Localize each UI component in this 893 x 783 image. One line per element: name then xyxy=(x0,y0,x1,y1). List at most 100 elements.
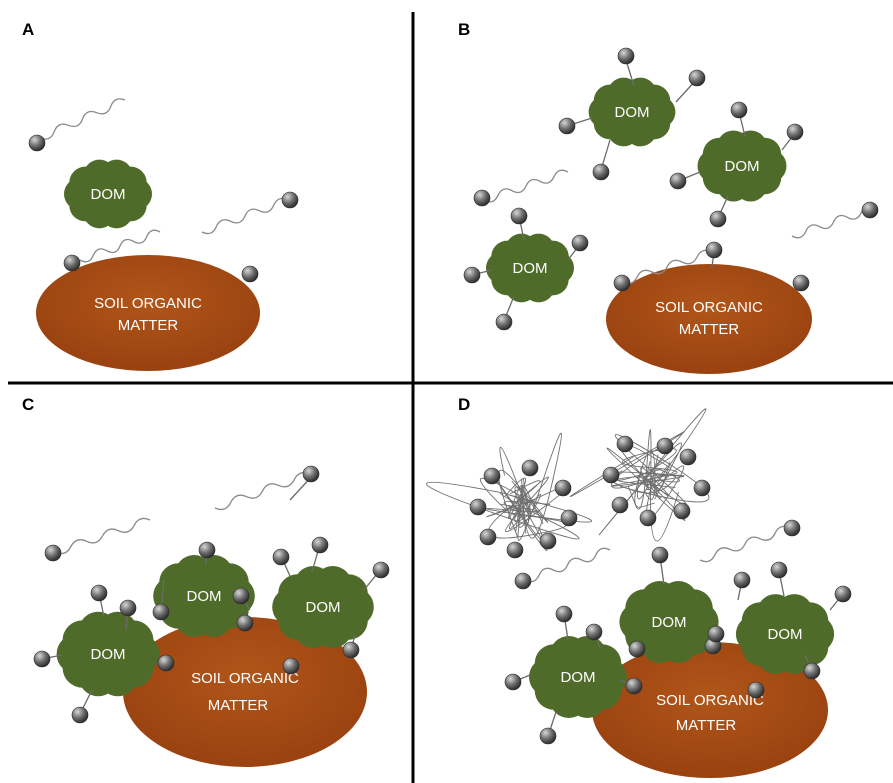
molecule-ball xyxy=(707,625,725,643)
molecule-ball xyxy=(693,479,711,497)
molecule-ball xyxy=(232,587,250,605)
molecule-ball xyxy=(272,548,290,566)
dom-label: DOM xyxy=(513,260,548,277)
wavy-molecule xyxy=(524,547,611,583)
molecule-ball xyxy=(282,657,300,675)
molecule-ball xyxy=(786,123,804,141)
molecule-stem xyxy=(625,59,635,87)
panel-d-soil-organic-matter: SOIL ORGANIC MATTER xyxy=(592,642,828,778)
dom-blob xyxy=(272,566,374,648)
dom-blob xyxy=(64,159,152,229)
wavy-molecule-layer xyxy=(39,98,876,583)
panel-letter-a: A xyxy=(22,20,34,39)
dom-blob xyxy=(153,555,255,637)
wavy-molecule xyxy=(79,229,161,263)
molecule-ball xyxy=(730,101,748,119)
molecule-ball xyxy=(311,536,329,554)
molecule-ball xyxy=(119,599,137,617)
molecule-ball xyxy=(469,498,487,516)
wavy-molecule xyxy=(791,205,876,239)
dom-label: DOM xyxy=(652,614,687,631)
molecule-ball xyxy=(616,435,634,453)
molecule-ball xyxy=(539,727,557,745)
dom-blob xyxy=(486,233,575,303)
molecule-ball xyxy=(28,134,46,152)
molecule-ball xyxy=(560,509,578,527)
dom-blob xyxy=(588,77,676,147)
dom-label: DOM xyxy=(725,158,760,175)
molecule-ball xyxy=(495,313,513,331)
ball-layer xyxy=(28,47,879,745)
molecule-ball xyxy=(834,585,852,603)
molecule-ball xyxy=(679,448,697,466)
molecule-ball xyxy=(803,662,821,680)
molecule-ball xyxy=(792,274,810,292)
som-label-line2: MATTER xyxy=(679,321,740,338)
molecule-ball xyxy=(152,603,170,621)
panel-a-soil-organic-matter: SOIL ORGANIC MATTER xyxy=(36,255,260,371)
molecule-ball xyxy=(236,614,254,632)
molecule-ball xyxy=(592,163,610,181)
molecule-ball xyxy=(473,189,491,207)
molecule-ball xyxy=(44,544,62,562)
molecule-ball xyxy=(617,47,635,65)
panel-letter-b: B xyxy=(458,20,470,39)
tangled-molecule xyxy=(570,408,710,542)
molecule-ball xyxy=(90,584,108,602)
tangled-molecule-layer xyxy=(426,408,710,552)
som-label-line2: MATTER xyxy=(208,697,269,714)
molecule-ball xyxy=(733,571,751,589)
molecule-ball xyxy=(705,241,723,259)
dom-blob xyxy=(56,611,160,697)
molecule-ball xyxy=(483,467,501,485)
molecule-ball xyxy=(585,623,603,641)
molecule-ball xyxy=(33,650,51,668)
dom-label: DOM xyxy=(91,186,126,203)
panel-letter-c: C xyxy=(22,395,34,414)
som-label-line1: SOIL ORGANIC xyxy=(656,692,764,709)
molecule-ball xyxy=(521,459,539,477)
molecule-ball xyxy=(669,172,687,190)
molecule-ball xyxy=(479,528,497,546)
molecule-ball xyxy=(555,605,573,623)
molecule-ball xyxy=(602,466,620,484)
molecule-ball xyxy=(558,117,576,135)
molecule-ball xyxy=(628,640,646,658)
molecule-ball xyxy=(510,207,528,225)
stem-layer xyxy=(41,59,844,737)
dom-label: DOM xyxy=(91,646,126,663)
molecule-ball xyxy=(342,641,360,659)
molecule-ball xyxy=(539,532,557,550)
wavy-molecule xyxy=(621,249,713,285)
molecule-ball xyxy=(571,234,589,252)
wavy-molecule xyxy=(201,197,289,235)
wavy-molecule xyxy=(483,169,569,203)
panel-b-soil-organic-matter: SOIL ORGANIC MATTER xyxy=(606,264,812,374)
molecule-ball xyxy=(506,541,524,559)
molecule-ball xyxy=(709,210,727,228)
molecule-ball xyxy=(302,465,320,483)
wavy-molecule xyxy=(699,525,791,563)
dom-label: DOM xyxy=(768,626,803,643)
molecule-ball xyxy=(783,519,801,537)
som-label-line2: MATTER xyxy=(676,717,737,734)
som-label-line1: SOIL ORGANIC xyxy=(191,670,299,687)
wavy-molecule xyxy=(54,517,151,555)
molecule-ball xyxy=(504,673,522,691)
molecule-ball xyxy=(463,266,481,284)
dom-label: DOM xyxy=(615,104,650,121)
molecule-ball xyxy=(514,572,532,590)
dom-blob xyxy=(697,130,787,202)
molecule-ball xyxy=(71,706,89,724)
molecule-ball xyxy=(554,479,572,497)
dom-blob xyxy=(529,636,627,718)
molecule-ball xyxy=(625,677,643,695)
molecule-ball xyxy=(673,502,691,520)
molecule-ball xyxy=(861,201,879,219)
dom-label: DOM xyxy=(187,588,222,605)
molecule-ball xyxy=(613,274,631,292)
molecule-ball xyxy=(611,496,629,514)
dom-blob xyxy=(735,594,835,674)
molecule-ball xyxy=(639,509,657,527)
